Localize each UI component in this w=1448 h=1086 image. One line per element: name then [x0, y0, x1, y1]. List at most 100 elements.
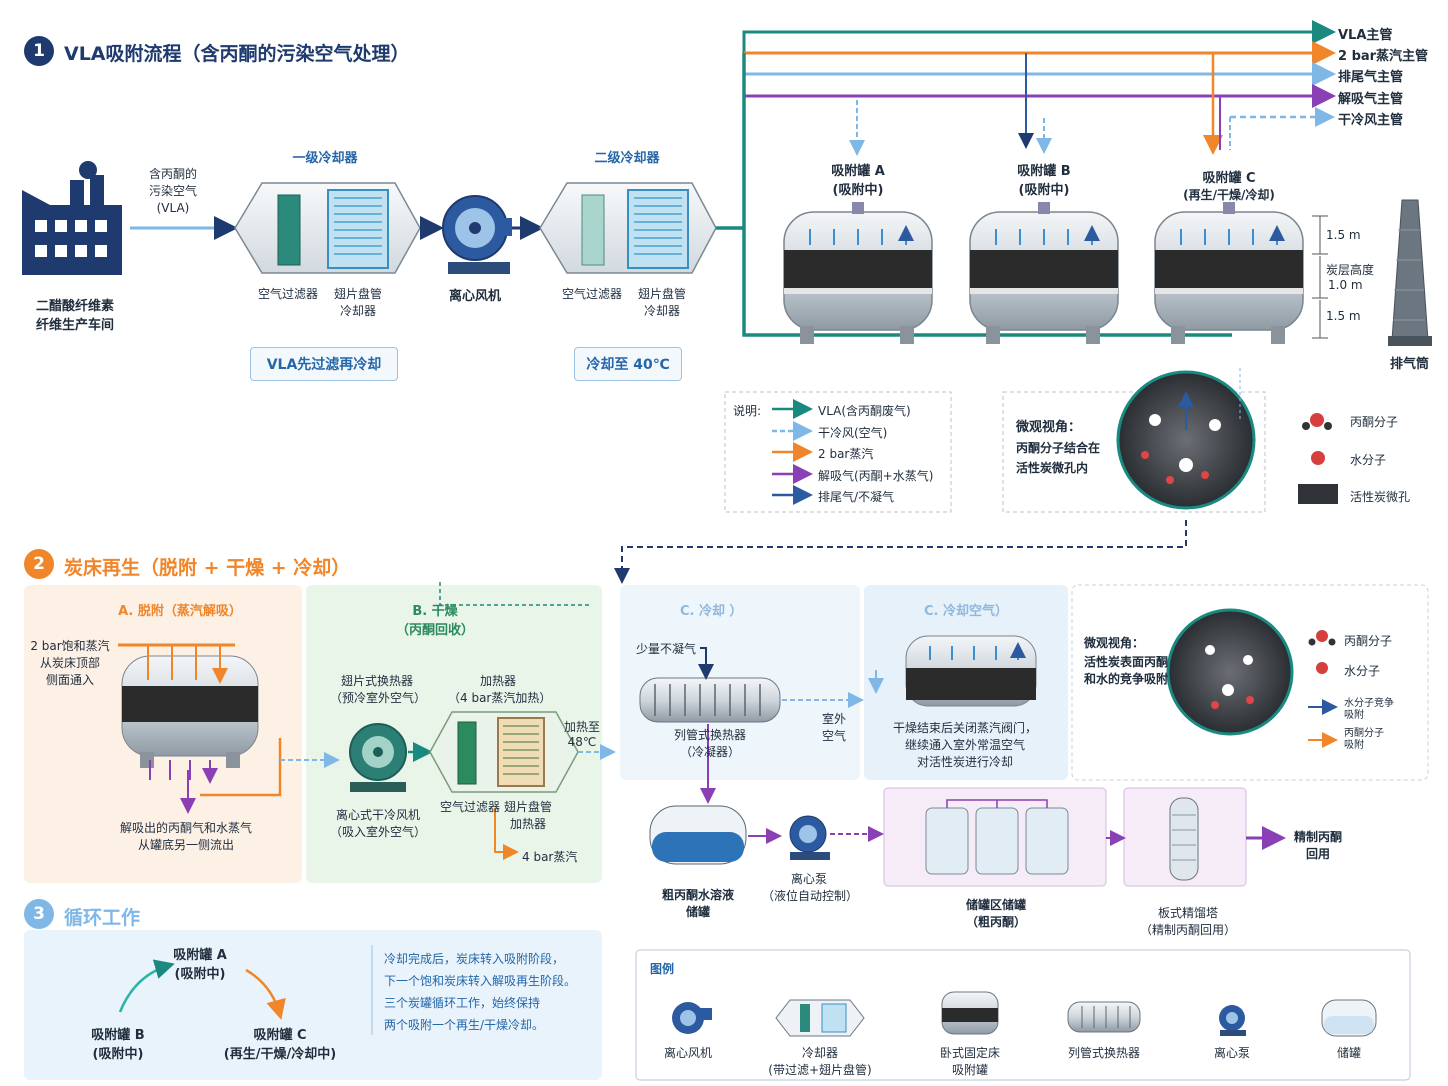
tank-b-label: 吸附罐 B(吸附中) — [1017, 164, 1071, 198]
centrifugal-pump-shape — [789, 815, 830, 860]
micro2-key-water-compete: 水分子竞争吸附 — [1344, 698, 1394, 721]
adsorber-tank-a — [783, 202, 933, 344]
stepB-coil-label: 翅片盘管加热器 — [503, 800, 552, 831]
cooler2-coil-label: 翅片盘管冷却器 — [637, 287, 686, 318]
header-label-desorb: 解吸气主管 — [1338, 92, 1404, 107]
panel-legend2 — [635, 949, 1411, 1081]
stepB-filter-label: 空气过滤器 — [440, 800, 501, 814]
legend1-title: 说明: — [733, 404, 762, 418]
storage-tanks-shape — [925, 799, 1069, 875]
section1-title: VLA吸附流程（含丙酮的污染空气处理） — [64, 43, 410, 65]
section2-number: 2 — [24, 549, 54, 579]
column-label: 板式精馏塔（精制丙酮回用） — [1139, 906, 1236, 937]
tank-c-label: 吸附罐 C(再生/干燥/冷却) — [1183, 171, 1275, 202]
legend2-hx-icon — [1067, 1001, 1141, 1033]
crude-acetone-tank-shape — [649, 805, 747, 865]
micro1-key-pore: 活性炭微孔 — [1350, 490, 1411, 504]
header-label-vla: VLA主管 — [1338, 28, 1393, 43]
cycle-tank-c: 吸附罐 C(再生/干燥/冷却中) — [223, 1028, 337, 1062]
desorption-tank-shape — [121, 655, 259, 768]
section2-title: 炭床再生（脱附 + 干燥 + 冷却） — [64, 557, 351, 579]
legend2-pump-icon — [1219, 1005, 1246, 1036]
legend2-label-hx: 列管式换热器 — [1067, 1046, 1140, 1060]
micro1-key-acetone: 丙酮分子 — [1350, 415, 1399, 429]
stack-label: 排气筒 — [1390, 357, 1430, 372]
micro2-key-acetone: 丙酮分子 — [1344, 634, 1393, 648]
dim-bed-value: 1.0 m — [1328, 278, 1363, 292]
tank-a-label: 吸附罐 A(吸附中) — [831, 164, 885, 198]
legend1-item-cold-air: 干冷风(空气) — [818, 426, 888, 440]
stepB-title: B. 干燥（丙酮回收） — [395, 604, 474, 638]
legend2-label-tank: 储罐 — [1336, 1046, 1361, 1060]
crude-tank-label: 粗丙酮水溶液储罐 — [661, 888, 734, 919]
cooler1-title: 一级冷却器 — [292, 151, 358, 166]
cooler1-filter-label: 空气过滤器 — [258, 287, 319, 301]
drying-fan-shape — [349, 723, 407, 792]
legend2-label-pump: 离心泵 — [1213, 1046, 1250, 1060]
legend2-label-fan: 离心风机 — [663, 1046, 712, 1060]
micro1-desc: 丙酮分子结合在活性炭微孔内 — [1016, 441, 1101, 475]
cycle-tank-a: 吸附罐 A(吸附中) — [173, 948, 227, 982]
stepC-noncond-label: 少量不凝气 — [636, 642, 697, 656]
micro2-key-acetone-adsorb: 丙酮分子吸附 — [1344, 728, 1384, 751]
legend2-label-cooler: 冷却器(带过滤+翅片盘管) — [768, 1046, 872, 1077]
vla-inlet-label: 含丙酮的污染空气(VLA) — [148, 167, 197, 215]
cooler1-shape — [234, 182, 421, 274]
vla-bottom-header — [742, 53, 1232, 337]
dim-top: 1.5 m — [1326, 228, 1361, 242]
distillation-column-shape — [1169, 797, 1199, 881]
cooler1-coil-label: 翅片盘管冷却器 — [333, 287, 382, 318]
legend1-item-exhaust: 排尾气/不凝气 — [818, 490, 895, 504]
cooling-air-tank-shape — [905, 636, 1037, 707]
pump-label: 离心泵（液位自动控制） — [762, 872, 859, 903]
micro1-bubble — [1116, 370, 1256, 510]
cooler1-callout: VLA先过滤再冷却 — [250, 347, 398, 381]
section3-title: 循环工作 — [64, 907, 141, 929]
header-label-steam: 2 bar蒸汽主管 — [1338, 49, 1429, 64]
section1-number: 1 — [24, 36, 54, 66]
micro2-desc: 活性炭表面丙酮和水的竞争吸附 — [1084, 655, 1169, 686]
adsorber-tank-b — [969, 202, 1119, 344]
stepA-steam-in: 2 bar饱和蒸汽从炭床顶部侧面通入 — [30, 639, 110, 687]
drying-heater-shape — [429, 711, 579, 793]
section3-number: 3 — [24, 899, 54, 929]
header-label-exhaust: 排尾气主管 — [1338, 70, 1404, 85]
stepB-hx-label: 翅片式换热器（预冷室外空气） — [330, 674, 427, 705]
stepB-fan-label: 离心式干冷风机（吸入室外空气） — [329, 808, 426, 839]
cooler2-callout: 冷却至 40℃ — [574, 347, 682, 381]
micro2-title: 微观视角： — [1084, 636, 1145, 650]
legend2-cooler-icon — [775, 999, 865, 1037]
centrifugal-fan-shape — [442, 195, 512, 274]
adsorber-tank-c — [1154, 202, 1304, 344]
exhaust-stack-shape — [1388, 199, 1432, 346]
stepC-title: C. 冷却 ） — [680, 604, 743, 619]
legend1-item-steam: 2 bar蒸汽 — [818, 447, 874, 461]
stepB-heater-label: 加热器（4 bar蒸汽加热） — [448, 674, 552, 705]
product-label: 精制丙酮回用 — [1293, 830, 1342, 861]
legend2-tank-icon — [1321, 999, 1377, 1037]
cooler2-filter-label: 空气过滤器 — [562, 287, 623, 301]
legend2-fan-icon — [672, 1002, 712, 1034]
legend2-adsorber-icon — [941, 991, 999, 1035]
cooler2-title: 二级冷却器 — [594, 151, 660, 166]
header-label-cold-air: 干冷风主管 — [1338, 113, 1404, 128]
factory-icon — [22, 161, 122, 275]
fan-label: 离心风机 — [448, 289, 501, 304]
cycle-tank-b: 吸附罐 B(吸附中) — [91, 1028, 145, 1062]
micro1-key-water: 水分子 — [1350, 453, 1387, 467]
stepA-title: A. 脱附（蒸汽解吸） — [118, 604, 242, 619]
stepB-steam-label: 4 bar蒸汽 — [522, 850, 578, 864]
legend1-item-desorb: 解吸气(丙酮+水蒸气) — [818, 469, 934, 483]
legend1-item-vla: VLA(含丙酮废气) — [818, 404, 911, 418]
condenser-shape — [639, 677, 781, 723]
stepC2-note: 干燥结束后关闭蒸汽阀门，继续通入室外常温空气对活性炭进行冷却 — [892, 721, 1037, 769]
stepC2-outdoor-label: 室外空气 — [821, 712, 846, 743]
micro2-key-water: 水分子 — [1344, 664, 1381, 678]
micro2-bubble — [1166, 608, 1294, 736]
dim-bed-label: 炭层高度 — [1326, 263, 1375, 277]
legend2-label-adsorber: 卧式固定床吸附罐 — [939, 1046, 1000, 1077]
storage-label: 储罐区储罐（粗丙酮） — [965, 898, 1026, 929]
legend1-box — [724, 391, 952, 513]
